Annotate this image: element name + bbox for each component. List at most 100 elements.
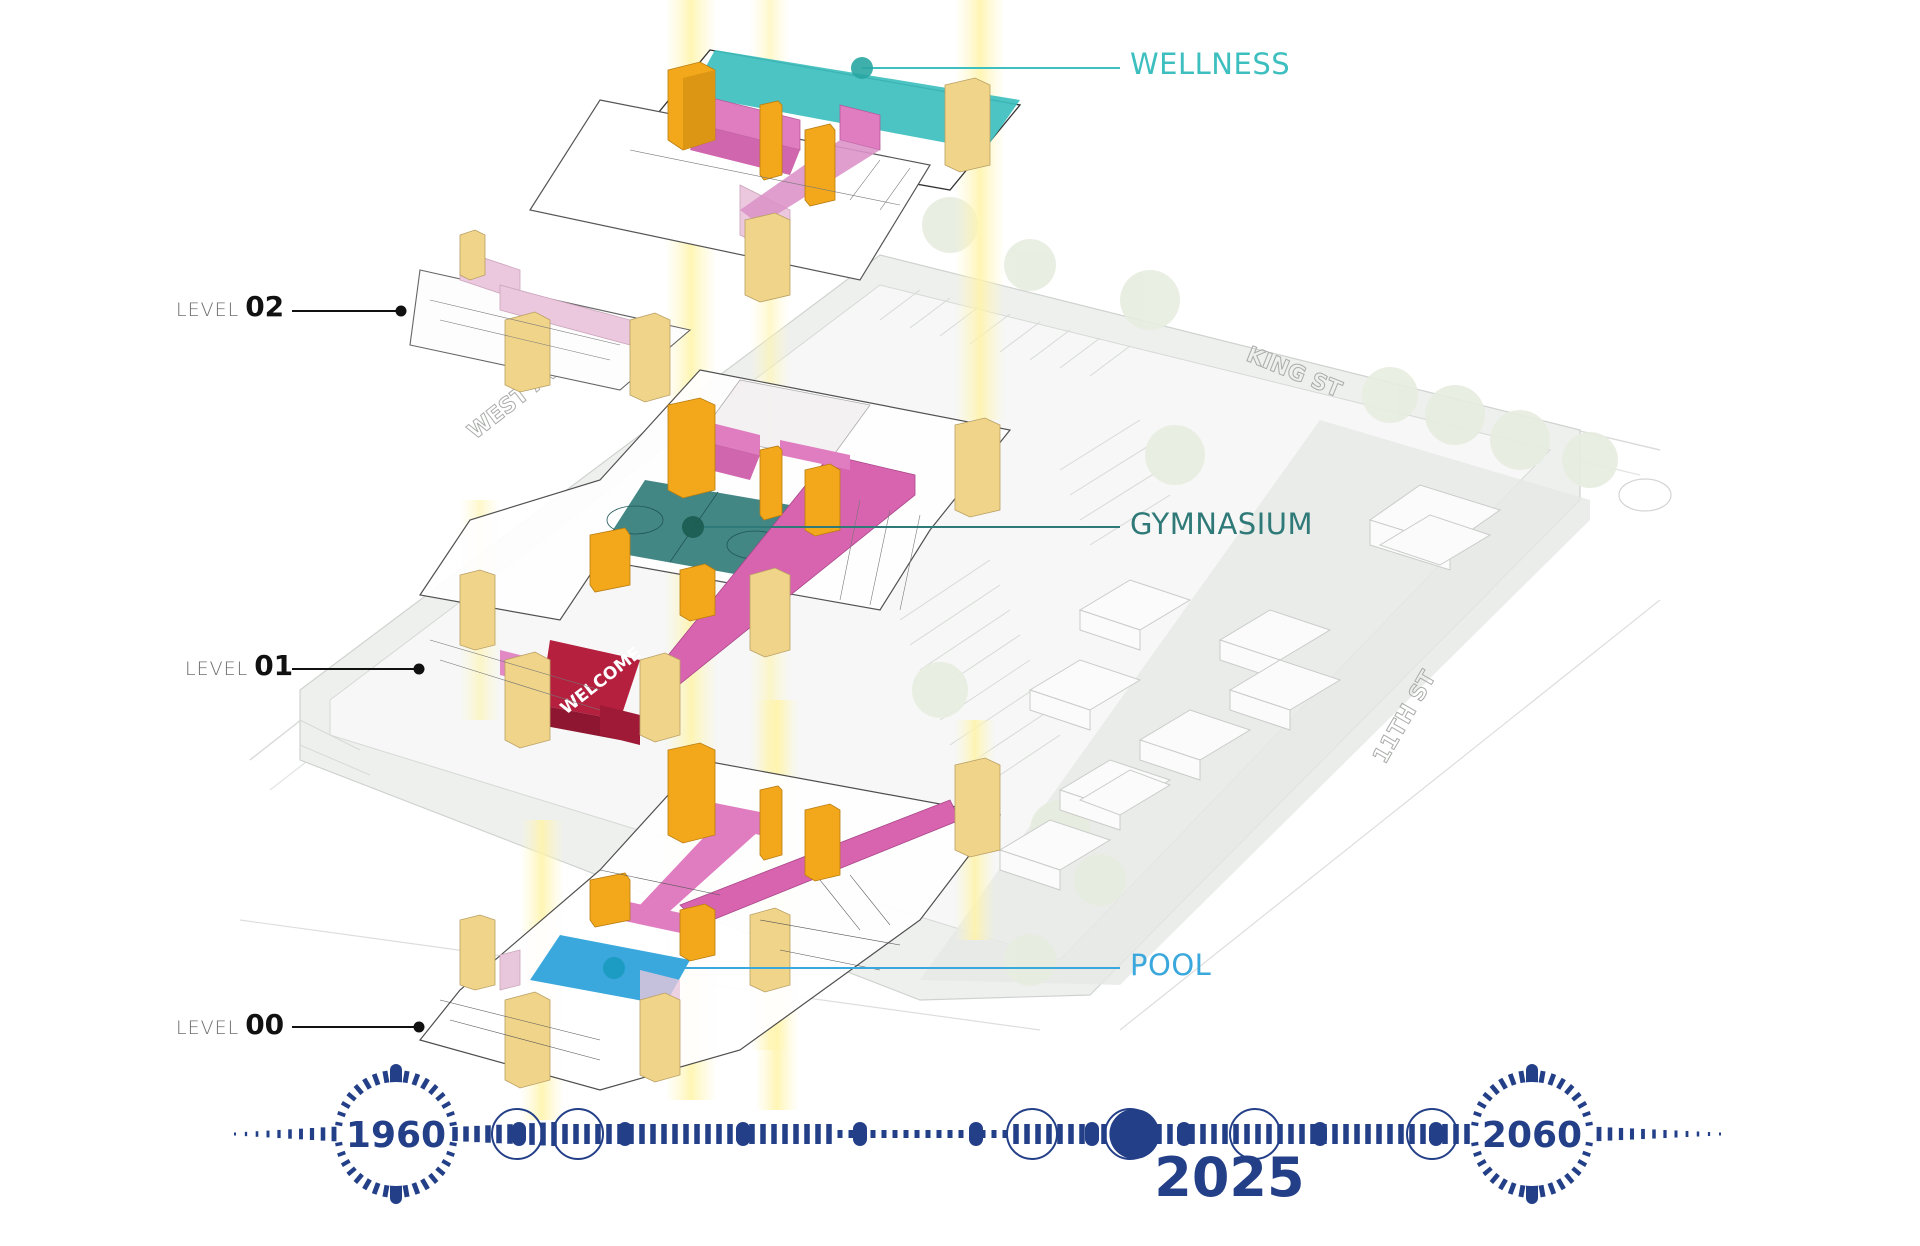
timeline-tick — [1685, 1130, 1689, 1138]
timeline[interactable]: 1960 2060 2025 — [234, 1064, 1721, 1209]
timeline-end-ring-tick — [1571, 1091, 1582, 1102]
timeline-tick — [1420, 1124, 1426, 1144]
timeline-tick — [1222, 1124, 1228, 1144]
level-02-label: LEVEL 02 — [176, 293, 284, 321]
timeline-tick — [1707, 1131, 1711, 1137]
timeline-tick — [277, 1129, 281, 1139]
timeline-tick — [1596, 1126, 1602, 1142]
timeline-end-ring-tick — [1538, 1070, 1546, 1084]
timeline-tick — [1299, 1124, 1305, 1144]
timeline-start-ring-tick — [335, 1121, 343, 1127]
timeline-end-ring-tick — [1564, 1084, 1575, 1096]
timeline-end-ring-tick — [1489, 1084, 1500, 1096]
timeline-start-ring-tick — [371, 1182, 381, 1195]
timeline-tick — [1674, 1130, 1678, 1138]
timeline-milestone[interactable] — [853, 1122, 867, 1146]
timeline-end-year-label[interactable]: 2060 — [1482, 1115, 1582, 1156]
level-00-plan — [418, 742, 1002, 1091]
callout-lines — [292, 57, 1120, 1033]
timeline-start-year-label[interactable]: 1960 — [346, 1115, 446, 1156]
timeline-end-ring-cap — [1526, 1064, 1538, 1088]
timeline-end-ring-tick — [1547, 1073, 1557, 1086]
timeline-milestone[interactable] — [1429, 1122, 1443, 1146]
level-number: 00 — [245, 1008, 285, 1041]
timeline-end-ring-tick — [1585, 1121, 1593, 1127]
timeline-end-ring-tick — [1582, 1150, 1591, 1157]
timeline-tick — [1641, 1128, 1645, 1140]
timeline-tick — [991, 1130, 997, 1138]
timeline-start-ring-tick — [371, 1073, 381, 1086]
timeline-end-ring-tick — [1498, 1178, 1508, 1191]
level-00-label: LEVEL 00 — [176, 1011, 284, 1039]
timeline-tick — [694, 1124, 700, 1144]
wellness-label: WELLNESS — [1130, 47, 1291, 81]
level-word: LEVEL — [176, 1017, 240, 1039]
timeline-tick — [234, 1132, 236, 1136]
timeline-event-ring[interactable] — [491, 1108, 543, 1160]
timeline-tick — [1255, 1124, 1261, 1144]
timeline-tick — [760, 1124, 766, 1144]
timeline-end-ring-tick — [1507, 1073, 1517, 1086]
plan-lines — [429, 149, 911, 361]
timeline-tick — [848, 1130, 854, 1138]
timeline-tick — [299, 1128, 303, 1140]
timeline-end-ring-tick — [1476, 1101, 1487, 1109]
timeline-start-ring-tick — [340, 1101, 351, 1109]
timeline-milestone[interactable] — [1085, 1122, 1099, 1146]
timeline-tick — [1398, 1124, 1404, 1144]
timeline-tick — [1607, 1127, 1613, 1141]
level-number: 02 — [245, 290, 285, 323]
timeline-start-ring-tick — [441, 1101, 452, 1109]
timeline-milestone[interactable] — [512, 1122, 526, 1146]
timeline-end-ring-tick — [1582, 1111, 1591, 1118]
timeline-milestone[interactable] — [618, 1122, 632, 1146]
light-beam — [955, 0, 1005, 420]
timeline-tick — [1464, 1124, 1470, 1144]
timeline-current-year: 2025 — [1154, 1146, 1304, 1209]
timeline-start-ring-tick — [428, 1084, 439, 1096]
timeline-tick — [288, 1129, 292, 1139]
timeline-tick — [881, 1130, 887, 1138]
timeline-tick — [771, 1124, 777, 1144]
timeline-end-ring-tick — [1489, 1172, 1500, 1184]
road-line — [1119, 599, 1661, 1031]
timeline-tick — [1035, 1124, 1041, 1144]
timeline-end-ring-tick — [1518, 1184, 1526, 1198]
pool-dot — [603, 957, 625, 979]
timeline-start-ring-tick — [402, 1070, 410, 1084]
circulation — [620, 900, 690, 935]
level-01-dot — [413, 663, 425, 675]
wellness-dot — [851, 57, 873, 79]
timeline-tick — [1629, 1128, 1635, 1140]
timeline-event-ring[interactable] — [1006, 1108, 1058, 1160]
timeline-tick — [1189, 1124, 1195, 1144]
timeline-start-ring-cap — [390, 1064, 402, 1088]
timeline-start-ring-tick — [340, 1159, 351, 1167]
timeline-milestone[interactable] — [1313, 1122, 1327, 1146]
timeline-end-ring-tick — [1577, 1159, 1588, 1167]
timeline-end-ring-tick — [1556, 1077, 1566, 1090]
timeline-tick — [826, 1124, 832, 1144]
timeline-start-ring-tick — [353, 1084, 364, 1096]
core-orange — [589, 742, 841, 962]
timeline-event-ring[interactable] — [552, 1108, 604, 1160]
timeline-tick — [1387, 1124, 1393, 1144]
timeline-milestone[interactable] — [736, 1122, 750, 1146]
level-word: LEVEL — [176, 299, 240, 321]
timeline-event-ring[interactable] — [1406, 1108, 1458, 1160]
timeline-event-ring[interactable] — [1229, 1108, 1281, 1160]
timeline-end-ring-tick — [1471, 1121, 1479, 1127]
level-00-dot — [413, 1021, 425, 1033]
timeline-start-ring-tick — [435, 1091, 446, 1102]
level-number: 01 — [254, 649, 294, 682]
timeline-current-handle[interactable] — [1109, 1109, 1160, 1159]
houses — [998, 484, 1502, 891]
timeline-end-ring-fill — [1480, 1082, 1584, 1186]
timeline-end-ring-tick — [1585, 1141, 1593, 1147]
timeline-milestone[interactable] — [969, 1122, 983, 1146]
timeline-start-ring-tick — [411, 1073, 421, 1086]
timeline-milestone[interactable] — [1177, 1122, 1191, 1146]
core-tan — [459, 757, 1001, 1089]
timeline-tick — [1354, 1124, 1360, 1144]
